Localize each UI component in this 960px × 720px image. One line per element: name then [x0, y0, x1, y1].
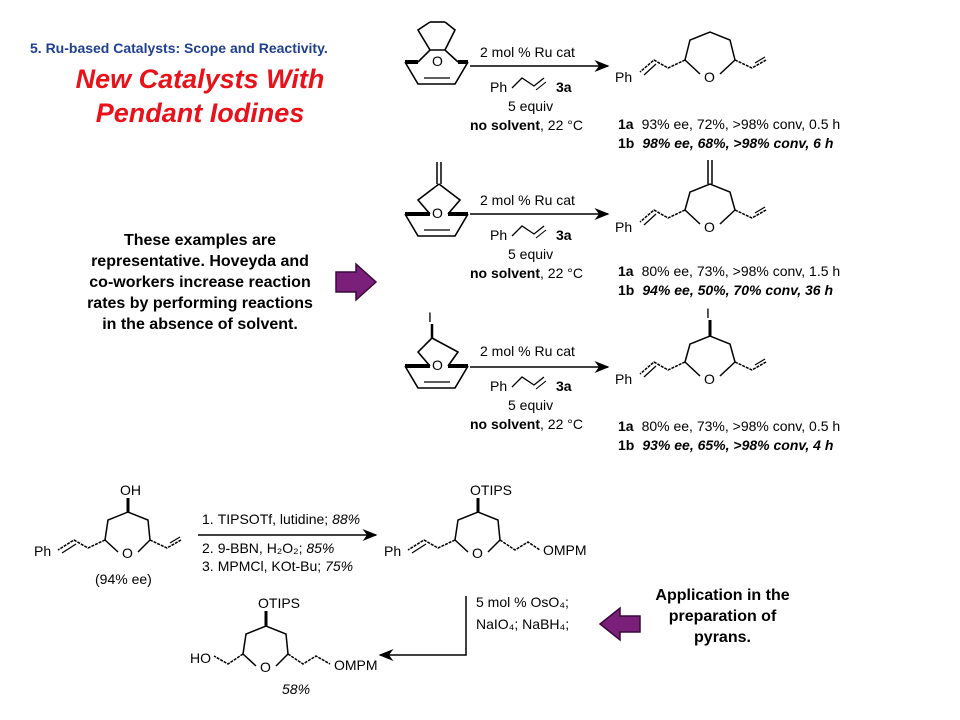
product-ph: Ph	[615, 69, 632, 85]
product-iodine-label: I	[706, 305, 710, 321]
substrate-1: O	[404, 21, 469, 85]
substrate-o-label: O	[432, 53, 443, 69]
title-line-2: Pendant Iodines	[95, 98, 305, 128]
application-start: OH O Ph (94% ee)	[34, 482, 182, 587]
substrate-o-label: O	[432, 205, 443, 221]
solvent-label: no solvent, 22 °C	[470, 265, 583, 281]
reagent-ph: Ph	[490, 378, 507, 394]
purple-arrow-left	[598, 606, 641, 642]
subtitle: 5. Ru-based Catalysts: Scope and Reactiv…	[30, 40, 328, 56]
equiv-label: 5 equiv	[508, 246, 553, 262]
final-ompm: OMPM	[334, 657, 378, 673]
step-2: 2.9-BBN, H₂O₂; 85%	[202, 540, 334, 556]
step-4-line-1: 5 mol % OsO₄;	[476, 594, 569, 610]
start-o: O	[122, 545, 133, 561]
reagent-label: 3a	[556, 378, 572, 394]
app-note-line: pyrans.	[694, 629, 751, 646]
reagent-label: 3a	[556, 227, 572, 243]
mid-ompm: OMPM	[543, 542, 587, 558]
product-2: O Ph	[615, 160, 767, 235]
mid-otips: OTIPS	[470, 482, 512, 498]
equiv-label: 5 equiv	[508, 397, 553, 413]
mid-ph: Ph	[384, 543, 401, 559]
note-line: representative. Hoveyda and	[91, 253, 309, 270]
note-line: These examples are	[123, 232, 277, 249]
product-o-label: O	[704, 371, 715, 387]
start-ee: (94% ee)	[95, 571, 152, 587]
solvent-label: no solvent, 22 °C	[470, 117, 583, 133]
substrate-2: O	[404, 162, 469, 237]
start-ph: Ph	[34, 543, 51, 559]
catalyst-label: 2 mol % Ru cat	[480, 343, 575, 359]
product-o-label: O	[704, 69, 715, 85]
conditions-2: 2 mol % Ru cat Ph 3a 5 equiv no solvent,…	[470, 192, 583, 281]
substrate-iodine-label: I	[428, 309, 432, 325]
conditions-3: 2 mol % Ru cat Ph 3a 5 equiv no solvent,…	[470, 343, 583, 432]
product-ph: Ph	[615, 371, 632, 387]
reagent-ph: Ph	[490, 79, 507, 95]
substrate-o-label: O	[432, 357, 443, 373]
application-arrow-2	[378, 596, 467, 661]
product-ph: Ph	[615, 219, 632, 235]
reagent-label: 3a	[556, 79, 572, 95]
purple-arrow-right	[335, 262, 378, 302]
final-o: O	[260, 659, 271, 675]
solvent-label: no solvent, 22 °C	[470, 416, 583, 432]
conditions-1: 2 mol % Ru cat Ph 3a 5 equiv no solvent,…	[470, 44, 583, 133]
slide-title: New Catalysts With Pendant Iodines	[20, 62, 380, 130]
final-yield: 58%	[282, 681, 310, 697]
start-oh: OH	[120, 482, 141, 498]
equiv-label: 5 equiv	[508, 98, 553, 114]
application-step-4: 5 mol % OsO₄; NaIO₄; NaBH₄;	[476, 594, 569, 632]
step-1: 1.TIPSOTf, lutidine; 88%	[202, 511, 360, 527]
application-note: Application in the preparation of pyrans…	[630, 585, 815, 648]
product-o-label: O	[704, 219, 715, 235]
app-note-line: Application in the	[655, 587, 790, 604]
substrate-3: I O	[404, 309, 469, 389]
application-intermediate: OTIPS O Ph OMPM	[384, 482, 587, 561]
note-line: in the absence of solvent.	[102, 316, 298, 333]
reagent-ph: Ph	[490, 227, 507, 243]
note-line: rates by performing reactions	[87, 295, 313, 312]
product-3: I O Ph	[615, 305, 767, 387]
product-1: O Ph	[615, 31, 767, 85]
app-note-line: preparation of	[668, 608, 777, 625]
step-4-line-2: NaIO₄; NaBH₄;	[476, 616, 569, 632]
step-3: 3.MPMCl, KOt-Bu; 75%	[202, 558, 353, 574]
catalyst-label: 2 mol % Ru cat	[480, 44, 575, 60]
mid-o: O	[472, 545, 483, 561]
description-note: These examples are representative. Hovey…	[40, 230, 360, 335]
application-steps-1-3: 1.TIPSOTf, lutidine; 88% 2.9-BBN, H₂O₂; …	[202, 511, 360, 574]
final-ho: HO	[190, 650, 211, 666]
final-otips: OTIPS	[258, 595, 300, 611]
catalyst-label: 2 mol % Ru cat	[480, 192, 575, 208]
title-line-1: New Catalysts With	[75, 64, 325, 94]
application-final: OTIPS O HO OMPM 58%	[190, 595, 378, 697]
note-line: co-workers increase reaction	[89, 274, 311, 291]
